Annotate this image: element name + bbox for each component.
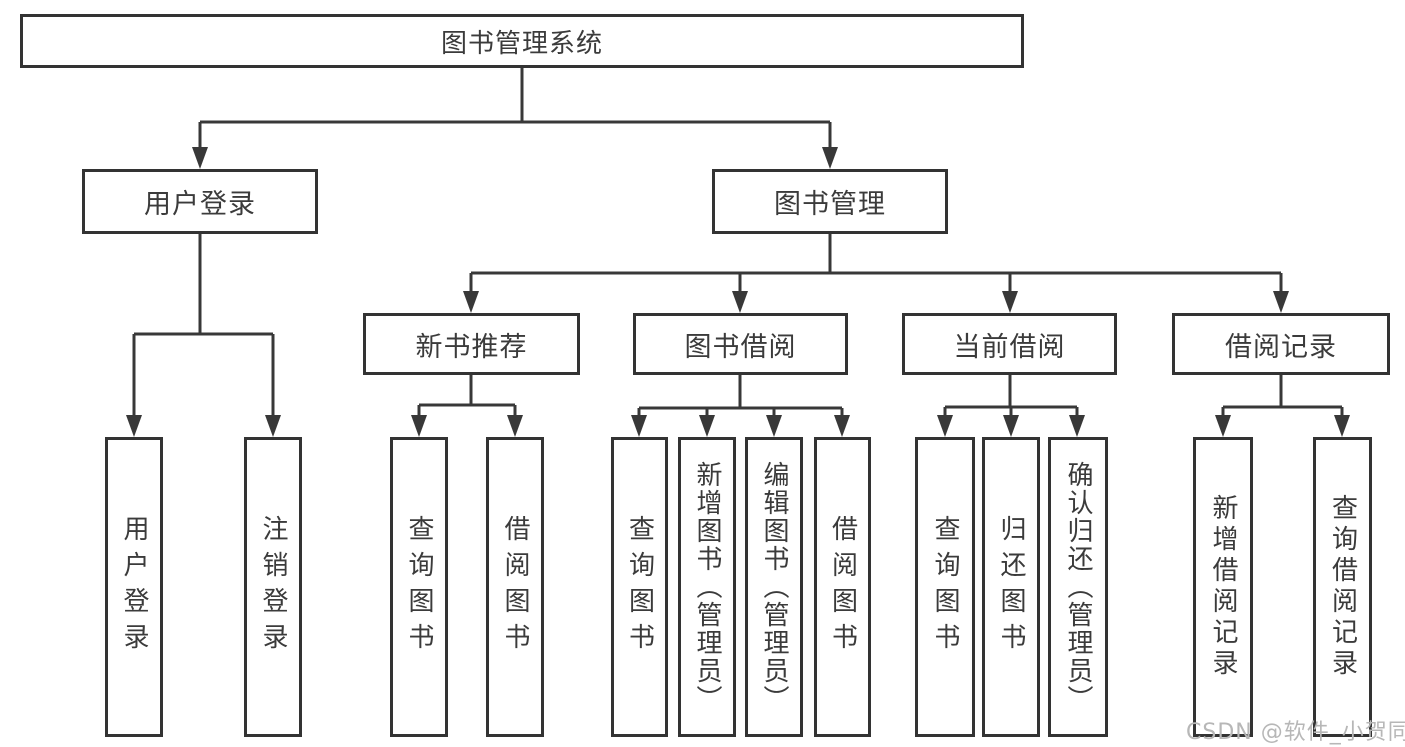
leaf-borrow-books-label: 借阅图书 [827,515,858,659]
leaf-confirm-return-admin-label: 确认归还（管理员） [1063,461,1093,713]
leaf-edit-books-admin: 编辑图书（管理员） [745,437,803,737]
leaf-user-login: 用户登录 [105,437,163,737]
leaf-query-borrow-record: 查询借阅记录 [1313,437,1372,737]
leaf-user-login-label: 用户登录 [119,515,149,659]
node-new-book-recommend: 新书推荐 [363,313,580,375]
node-current-borrow: 当前借阅 [902,313,1117,375]
leaf-newbook-borrow-books: 借阅图书 [486,437,544,737]
leaf-borrow-books: 借阅图书 [814,437,871,737]
leaf-newbook-borrow-books-label: 借阅图书 [500,515,530,659]
leaf-borrow-query-books: 查询图书 [611,437,668,737]
node-root-label: 图书管理系统 [440,28,603,59]
node-borrow-records: 借阅记录 [1172,313,1390,375]
leaf-query-borrow-record-label: 查询借阅记录 [1327,494,1358,680]
node-user-login-label: 用户登录 [144,189,256,220]
leaf-current-query-books-label: 查询图书 [930,515,960,659]
leaf-add-books-admin-label: 新增图书（管理员） [692,461,722,713]
node-new-book-recommend-label: 新书推荐 [415,331,528,363]
leaf-add-borrow-record-label: 新增借阅记录 [1208,494,1238,680]
leaf-return-books: 归还图书 [982,437,1040,737]
leaf-add-books-admin: 新增图书（管理员） [678,437,736,737]
leaf-logout: 注销登录 [244,437,302,737]
leaf-borrow-query-books-label: 查询图书 [624,515,655,659]
node-book-borrow: 图书借阅 [633,313,848,375]
node-book-management: 图书管理 [712,169,948,234]
leaf-add-borrow-record: 新增借阅记录 [1193,437,1253,737]
leaf-return-books-label: 归还图书 [996,515,1026,659]
node-borrow-records-label: 借阅记录 [1225,331,1337,363]
leaf-newbook-query-books-label: 查询图书 [404,515,434,659]
csdn-watermark: CSDN @软件_小贺同学 [1186,720,1405,745]
leaf-edit-books-admin-label: 编辑图书（管理员） [759,461,789,713]
node-book-management-label: 图书管理 [774,189,886,220]
leaf-logout-label: 注销登录 [258,515,288,659]
arrowhead-icons [126,147,1350,437]
leaf-newbook-query-books: 查询图书 [390,437,448,737]
node-current-borrow-label: 当前借阅 [953,331,1066,363]
node-book-borrow-label: 图书借阅 [684,331,797,363]
node-root: 图书管理系统 [20,14,1024,68]
node-user-login: 用户登录 [82,169,318,234]
leaf-current-query-books: 查询图书 [915,437,975,737]
leaf-confirm-return-admin: 确认归还（管理员） [1048,437,1108,737]
